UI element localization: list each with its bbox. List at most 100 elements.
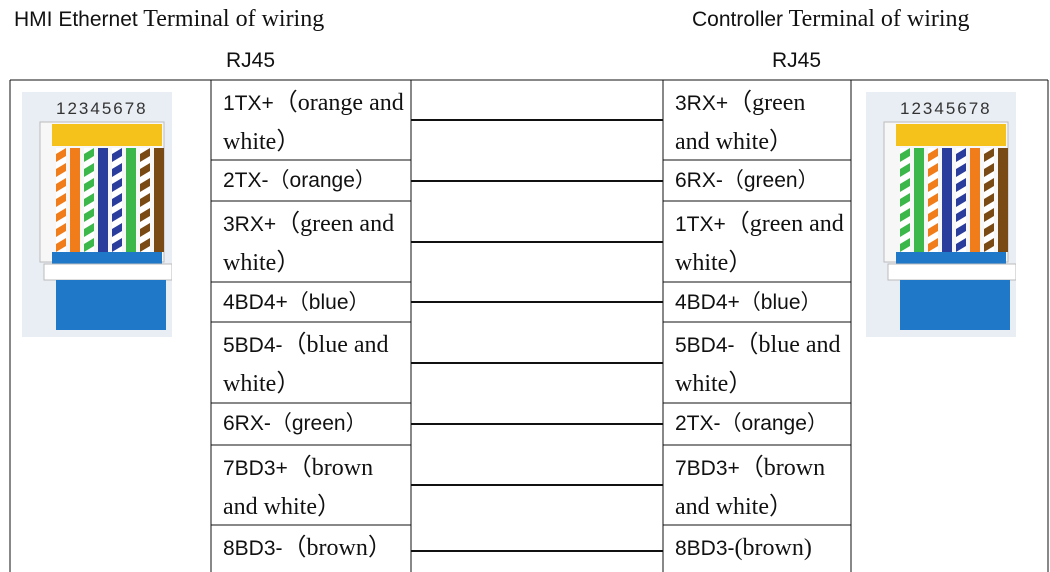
pin-color-desc: （green） [270,412,367,435]
gold-contacts [52,124,162,146]
wire-stripe [112,178,122,192]
pin-code: 5BD4- [223,334,283,357]
left-pin-cell: 5BD4-（blue and white） [211,322,411,403]
wire-stripe [928,223,938,237]
wire-stripe [956,148,966,162]
wire-blue [98,148,108,252]
right-pin-cell: 2TX-（orange） [663,403,851,445]
left-pin-cell: 2TX-（orange） [211,160,411,201]
pin-color-desc: （brown and white） [223,455,374,520]
right-pin-cell: 8BD3-(brown) [663,525,851,572]
wire-stripe [900,223,910,237]
pin-code: 4BD4+ [675,291,740,314]
left-pin-cell: 7BD3+（brown and white） [211,445,411,525]
wire-blue [942,148,952,252]
pin-color-desc: (brown) [734,535,812,561]
pin-code: 1TX+ [223,92,274,115]
wire-stripe [84,208,94,222]
pin-color-desc: （orange and white） [223,90,404,155]
wire-brown [998,148,1008,252]
wire-stripe [140,148,150,162]
strain-relief [887,263,1016,281]
wire-stripe [984,193,994,207]
wire-stripe [56,163,66,177]
wire-stripe [112,148,122,162]
pin-code: 6RX- [675,169,723,192]
gold-contacts [896,124,1006,146]
wire-stripe [900,238,910,252]
pin-code: 7BD3+ [675,457,740,480]
right-pin-cell: 3RX+（green and white） [663,80,851,160]
right-pin-cell: 5BD4-（blue and white） [663,322,851,403]
wire-stripe [956,178,966,192]
wire-stripe [112,238,122,252]
pin-code: 3RX+ [223,213,277,236]
wire-stripe [56,193,66,207]
pin-color-desc: （blue and white） [675,332,841,397]
wire-orange [970,148,980,252]
wire-stripe [84,148,94,162]
pin-color-desc: （green and white） [675,211,844,276]
pin-color-desc: （blue） [287,291,370,314]
pin-numbers: 12345678 [56,99,148,118]
wire-green [126,148,136,252]
wire-stripe [900,163,910,177]
pin-code: 8BD3- [223,537,283,560]
right-pin-cell: 6RX-（green） [663,160,851,201]
wire-stripe [56,178,66,192]
wire-stripe [84,178,94,192]
wire-brown [154,148,164,252]
wire-stripe [928,238,938,252]
wire-stripe [956,163,966,177]
wire-stripe [56,223,66,237]
wire-stripe [84,193,94,207]
wire-stripe [900,193,910,207]
left-pin-cell: 8BD3-（brown） [211,525,411,572]
wire-stripe [84,238,94,252]
pin-color-desc: （green and white） [223,211,395,276]
wire-stripe [928,208,938,222]
pin-color-desc: （orange） [720,412,828,435]
right-pin-cell: 7BD3+（brown and white） [663,445,851,525]
left-pin-cell: 3RX+（green and white） [211,201,411,282]
wire-stripe [900,148,910,162]
pin-code: 6RX- [223,412,271,435]
wire-stripe [112,223,122,237]
wire-stripe [56,208,66,222]
left-pin-cell: 6RX-（green） [211,403,411,445]
pin-color-desc: （green） [722,169,819,192]
pin-code: 4BD4+ [223,291,288,314]
wire-stripe [928,148,938,162]
pin-numbers: 12345678 [900,99,992,118]
wire-stripe [84,223,94,237]
wire-stripe [956,208,966,222]
wire-stripe [984,223,994,237]
wire-stripe [928,193,938,207]
pin-code: 2TX- [223,169,269,192]
wire-orange [70,148,80,252]
pin-code: 5BD4- [675,334,735,357]
pin-color-desc: （green and white） [675,90,806,155]
wire-stripe [140,208,150,222]
wire-stripe [140,193,150,207]
wire-stripe [956,223,966,237]
pin-code: 1TX+ [675,213,726,236]
right-pin-cell: 1TX+（green and white） [663,201,851,282]
pin-color-desc: （orange） [268,169,376,192]
right-connector-label: RJ45 [772,49,822,72]
wire-stripe [928,178,938,192]
left-pin-cell: 4BD4+（blue） [211,282,411,322]
wire-stripe [984,238,994,252]
pin-color-desc: （blue） [739,291,822,314]
left-pin-cell: 1TX+（orange and white） [211,80,411,160]
pin-color-desc: （blue and white） [223,332,389,397]
jacket-top [896,252,1006,264]
wire-stripe [112,163,122,177]
wire-stripe [956,238,966,252]
wire-stripe [928,163,938,177]
pin-color-desc: （brown and white） [675,455,826,520]
left-connector-label: RJ45 [226,49,276,72]
wire-stripe [112,193,122,207]
wire-stripe [956,193,966,207]
